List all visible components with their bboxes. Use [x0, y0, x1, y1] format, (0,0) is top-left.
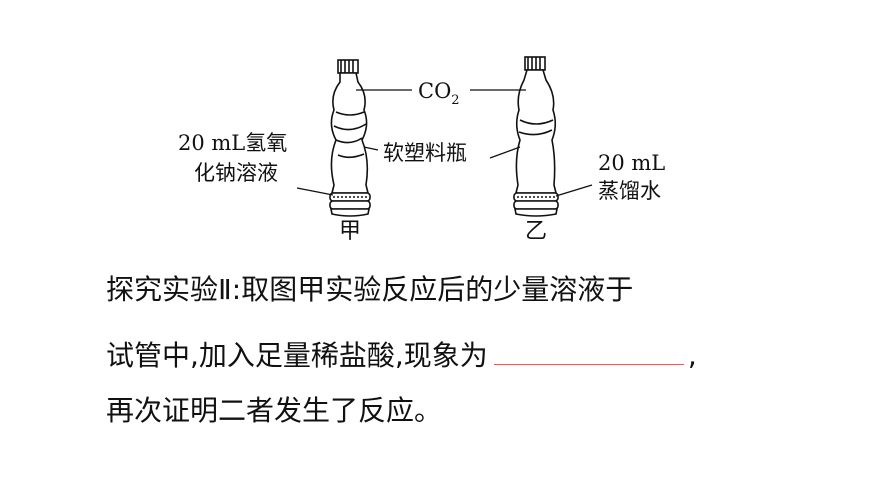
question-line-1: 探究实验Ⅱ:取图甲实验反应后的少量溶液于 [106, 273, 634, 306]
caption-yi: 乙 [525, 219, 547, 244]
right-solution-label-1: 20 mL [598, 151, 665, 175]
left-solution-label-1: 20 mL氢氧 [178, 131, 287, 155]
experiment-figure: CO2 20 mL氢氧 化钠溶液 软塑料瓶 20 mL 蒸馏水 甲 乙 [178, 56, 665, 244]
right-solution-label-2: 蒸馏水 [598, 179, 661, 203]
left-solution-label-2: 化钠溶液 [194, 161, 278, 185]
question-line-3: 再次证明二者发生了反应。 [106, 394, 443, 427]
gas-label: CO2 [418, 79, 460, 108]
answer-blank[interactable] [493, 334, 684, 365]
question-line-2-text: 试管中,加入足量稀盐酸,现象为 [106, 339, 488, 372]
bottle-jia [329, 59, 371, 217]
leader-lines [296, 89, 593, 197]
bottle-yi [513, 56, 559, 217]
bottle-label: 软塑料瓶 [383, 141, 467, 165]
caption-jia: 甲 [339, 219, 361, 244]
question-line-2-comma: , [687, 339, 697, 372]
question-line-2: 试管中,加入足量稀盐酸,现象为, [106, 334, 697, 373]
